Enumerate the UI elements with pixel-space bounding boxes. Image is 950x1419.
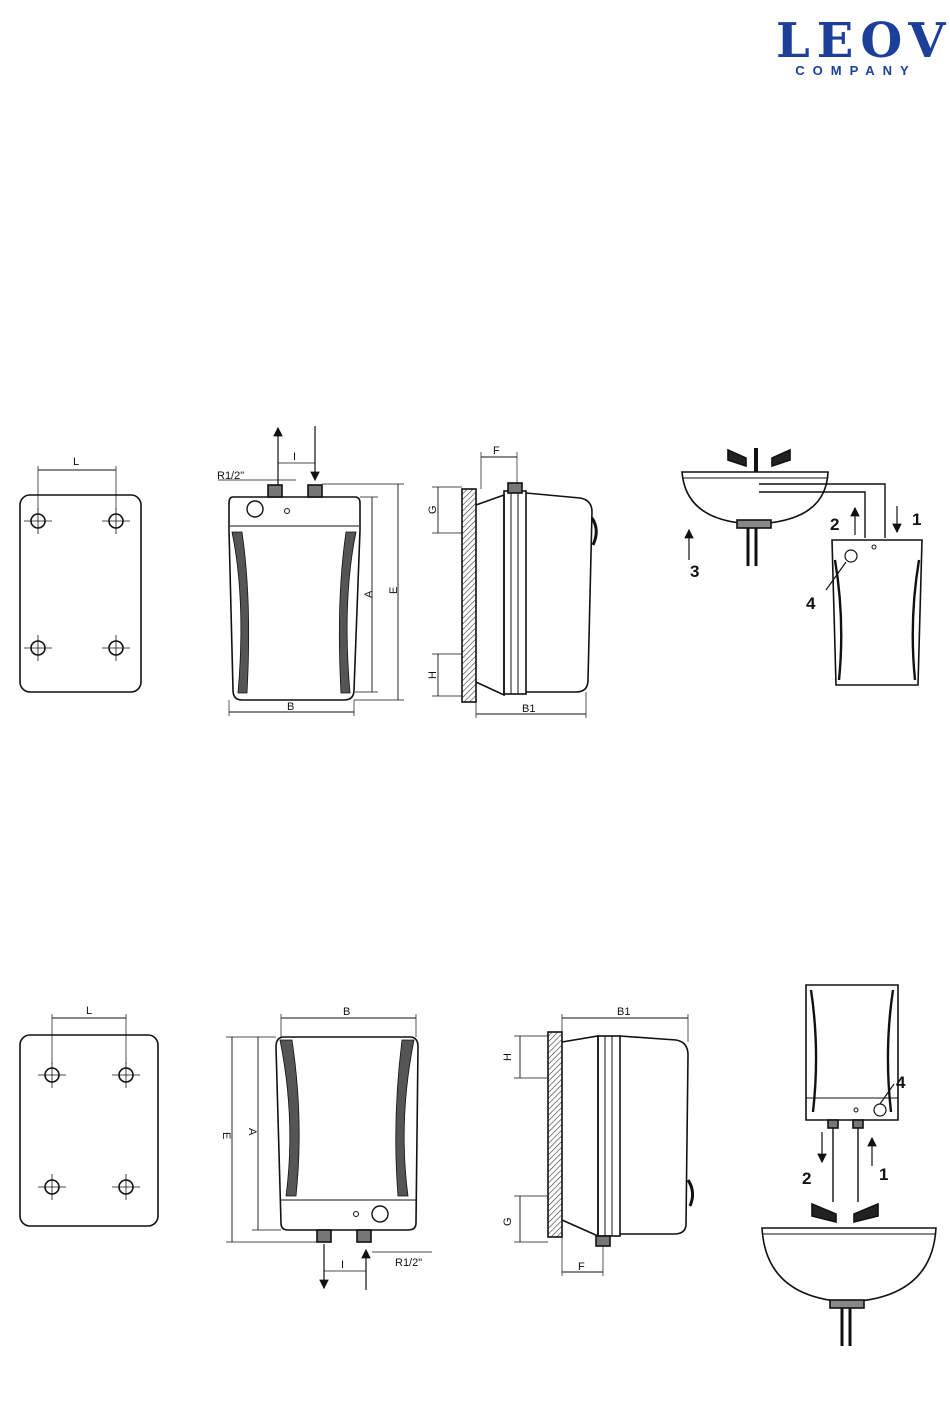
top-dim-label-h: H	[427, 671, 439, 679]
top-tank-shell	[526, 493, 592, 692]
top-tap-handle	[772, 450, 790, 466]
top-tap-handle	[728, 450, 746, 466]
bottom-dim-label-b: B	[343, 1006, 350, 1018]
bottom-mounting-hole	[38, 1174, 66, 1200]
top-side-rib	[232, 532, 249, 693]
bottom-side-view	[514, 1014, 693, 1276]
bottom-callout-1: 1	[879, 1165, 888, 1184]
bottom-mounting-hole	[38, 1062, 66, 1088]
top-inlet-pipe	[308, 485, 322, 497]
bottom-callout-2: 2	[802, 1169, 811, 1188]
bottom-callout-4: 4	[896, 1073, 906, 1092]
top-dim-label-i: I	[293, 451, 296, 463]
top-mounting-hole	[102, 508, 130, 534]
top-callout-2: 2	[830, 515, 839, 534]
top-dim-label-r: R1/2"	[217, 470, 244, 482]
top-front-frame	[504, 491, 526, 694]
bottom-mounting-hole	[112, 1062, 140, 1088]
bottom-dim-label-r: R1/2"	[395, 1257, 422, 1269]
bottom-dim-label-b1: B1	[617, 1006, 630, 1018]
top-bracket	[476, 495, 504, 695]
top-thermostat-knob	[247, 501, 263, 517]
bottom-small-lamp	[854, 1108, 858, 1112]
bottom-dim-label-l: L	[86, 1005, 92, 1017]
top-side-rib	[339, 532, 356, 693]
top-mounting-hole	[102, 635, 130, 661]
top-hot-pipe	[759, 492, 865, 538]
bottom-front-frame	[598, 1036, 620, 1236]
top-indicator-lamp	[285, 509, 290, 514]
bottom-side-rib	[396, 1040, 414, 1196]
bottom-mounting-hole	[112, 1174, 140, 1200]
bottom-front-view	[226, 1014, 432, 1290]
bottom-tank-shell	[620, 1036, 688, 1234]
top-dim-label-g: G	[427, 505, 439, 514]
top-wall-section	[462, 489, 476, 702]
bottom-wall-plate-outline	[20, 1035, 158, 1226]
bottom-thermostat-side	[688, 1180, 693, 1206]
bottom-tap-handle	[854, 1204, 878, 1222]
top-dim-label-e: E	[388, 587, 400, 594]
top-dim-label-f: F	[493, 445, 500, 457]
bottom-side-rib	[280, 1040, 299, 1196]
top-callout-1: 1	[912, 510, 921, 529]
bottom-small-thermostat	[874, 1104, 886, 1116]
top-wall-plate	[20, 466, 141, 692]
bottom-dim-label-e: E	[220, 1132, 232, 1139]
top-callout-3: 3	[690, 562, 699, 581]
top-small-thermostat	[845, 550, 857, 562]
bottom-sink-drain	[830, 1300, 864, 1308]
bottom-callout-4-leader	[880, 1084, 894, 1104]
bottom-outlet-pipe	[357, 1230, 371, 1242]
top-installation	[682, 448, 922, 685]
bottom-dim-label-h: H	[502, 1053, 514, 1061]
bottom-dim-label-a: A	[246, 1128, 258, 1136]
top-dim-label-b1: B1	[522, 703, 535, 715]
bottom-dim-label-g: G	[502, 1217, 514, 1226]
bottom-inlet-pipe	[317, 1230, 331, 1242]
bottom-sink-basin	[762, 1228, 936, 1302]
bottom-indicator-lamp	[354, 1212, 359, 1217]
top-sink-drain	[737, 520, 771, 528]
bottom-thermostat-knob	[372, 1206, 388, 1222]
top-side-pipe	[508, 483, 522, 493]
top-dim-label-b: B	[287, 701, 294, 713]
bottom-bracket	[562, 1036, 598, 1236]
top-sink-basin	[682, 472, 828, 524]
top-dim-label-a: A	[363, 590, 375, 598]
top-small-lamp	[872, 545, 876, 549]
bottom-dim-label-f: F	[578, 1261, 585, 1273]
top-front-view	[218, 426, 404, 716]
bottom-small-tank	[806, 985, 898, 1120]
bottom-side-pipe	[596, 1236, 610, 1246]
bottom-wall-section	[548, 1032, 562, 1237]
bottom-tap-handle	[812, 1204, 836, 1222]
top-dim-label-l: L	[73, 456, 79, 468]
top-outlet-pipe	[268, 485, 282, 497]
top-mounting-hole	[24, 635, 52, 661]
bottom-installation	[762, 985, 936, 1346]
top-side-view	[432, 452, 596, 718]
top-mounting-hole	[24, 508, 52, 534]
bottom-wall-plate	[20, 1014, 158, 1226]
top-callout-4: 4	[806, 594, 816, 613]
bottom-dim-label-i: I	[341, 1259, 344, 1271]
top-thermostat-side	[592, 518, 596, 545]
